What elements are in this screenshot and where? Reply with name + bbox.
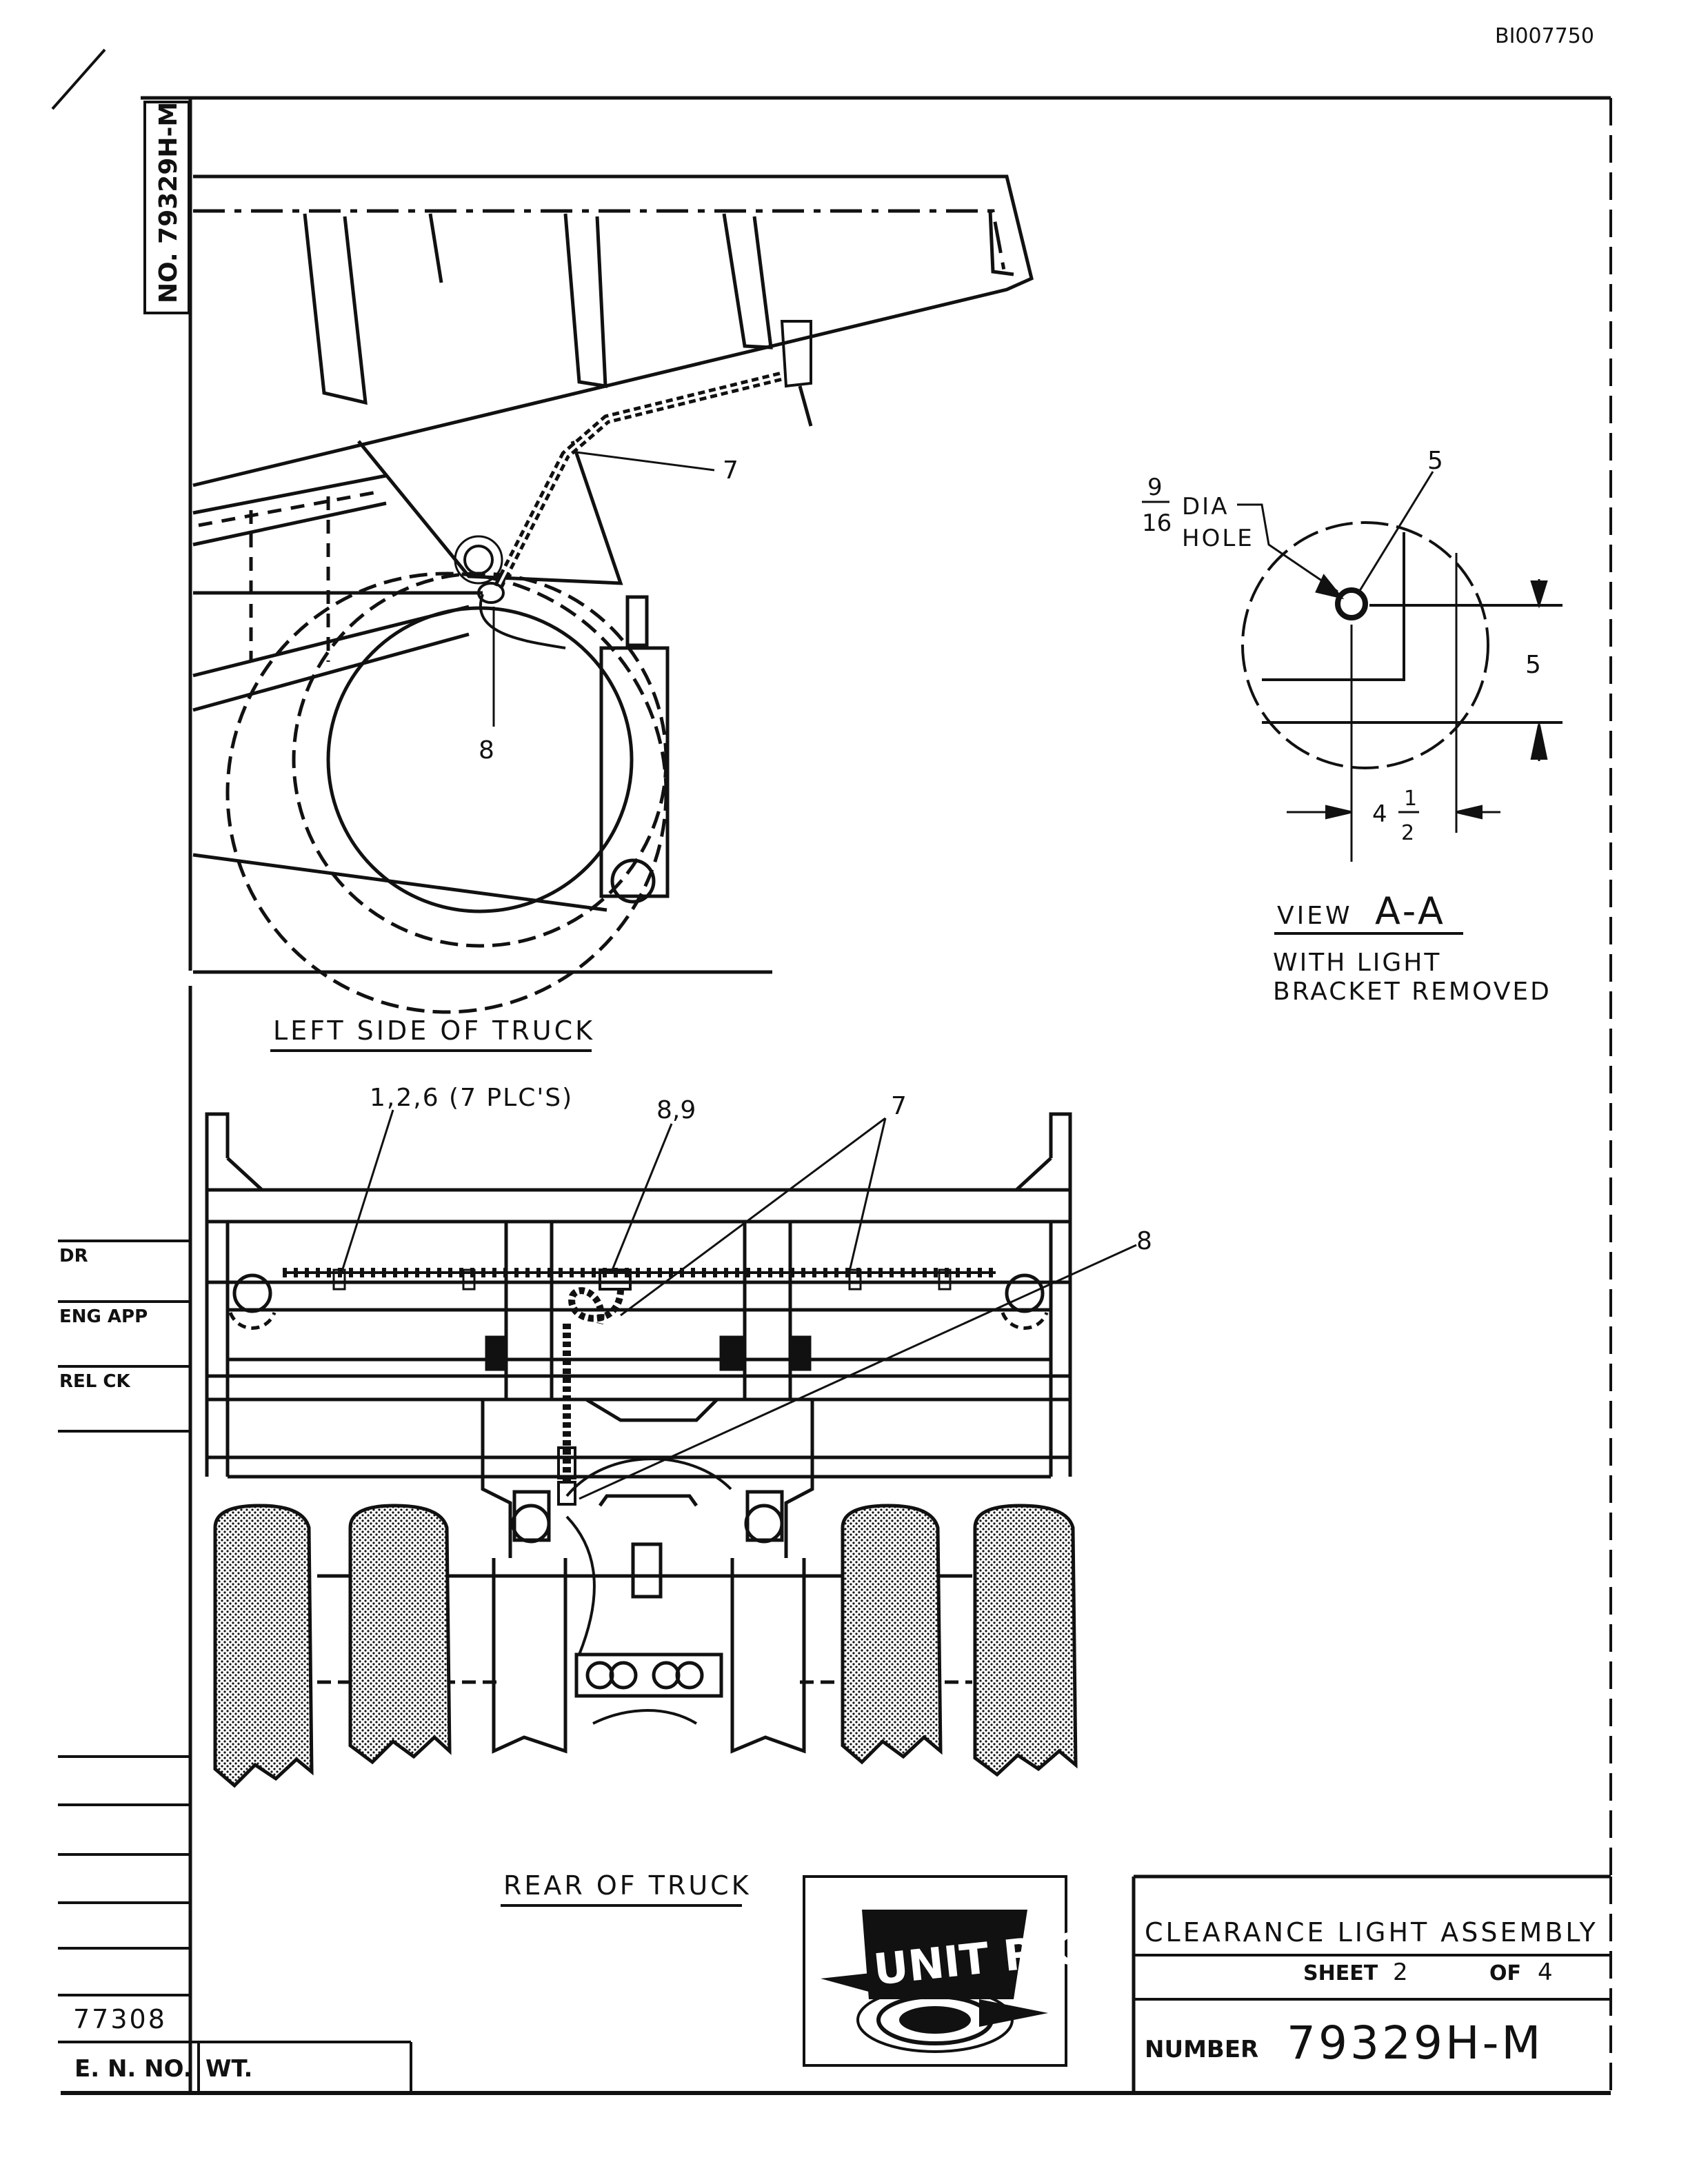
view-aa-title-prefix: VIEW [1277,902,1353,930]
sheet-border [61,96,1612,2095]
left-side-callout-8: 8 [479,736,494,765]
sheet-number: 2 [1393,1959,1408,1986]
rear-callout-7: 7 [891,1092,907,1120]
rel-ck-label: REL CK [59,1371,130,1392]
rear-callout-8: 8 [1136,1227,1152,1255]
vertical-number-box: NO. 79329H-M [143,101,190,314]
rear-callout-8-9: 8,9 [656,1096,696,1124]
hole-label-hole: HOLE [1182,525,1254,552]
view-aa-dim-vertical: 5 [1525,651,1541,679]
view-aa [1237,471,1563,862]
sheet-label: SHEET [1303,1961,1378,1985]
eng-app-label: ENG APP [59,1306,148,1327]
dr-label: DR [59,1246,88,1266]
drawing-number: 79329H-M [1287,2016,1543,2070]
view-aa-dim-horizontal-den: 2 [1401,821,1414,845]
corner-mark [51,48,106,110]
rear-view [205,1109,1137,1788]
view-aa-callout-5: 5 [1427,447,1443,475]
revision-number: 77308 [73,2004,167,2034]
hole-size-denominator: 16 [1142,509,1172,537]
left-column-block [58,1240,412,2093]
view-aa-title-letters: A-A [1375,889,1446,933]
of-label: OF [1489,1961,1521,1985]
rear-caption: REAR OF TRUCK [503,1870,752,1901]
number-label: NUMBER [1145,2036,1258,2063]
view-aa-dim-horizontal-num: 1 [1404,787,1417,811]
rear-callout-1-2-6: 1,2,6 (7 PLC'S) [370,1084,573,1112]
drawing-title: CLEARANCE LIGHT ASSEMBLY [1145,1917,1598,1948]
view-aa-note-1: WITH LIGHT [1273,949,1441,977]
vertical-drawing-number: NO. 79329H-M [154,102,183,303]
view-aa-note-2: BRACKET REMOVED [1273,978,1551,1006]
en-no-label: E. N. NO. [74,2055,192,2083]
unit-rig-logo: UNIT RIG [803,1875,1089,2067]
left-side-callout-7: 7 [723,456,738,485]
left-side-caption: LEFT SIDE OF TRUCK [273,1015,595,1046]
left-side-view [192,174,1034,1014]
sheet-total: 4 [1538,1959,1553,1986]
document-id: BI007750 [1495,24,1594,48]
wt-label: WT. [205,2055,252,2083]
hole-size-numerator: 9 [1147,474,1163,501]
view-aa-dim-horizontal-whole: 4 [1372,800,1387,828]
hole-marker [1335,587,1368,620]
title-block [1132,1874,1612,2093]
hole-label-dia: DIA [1182,493,1229,520]
